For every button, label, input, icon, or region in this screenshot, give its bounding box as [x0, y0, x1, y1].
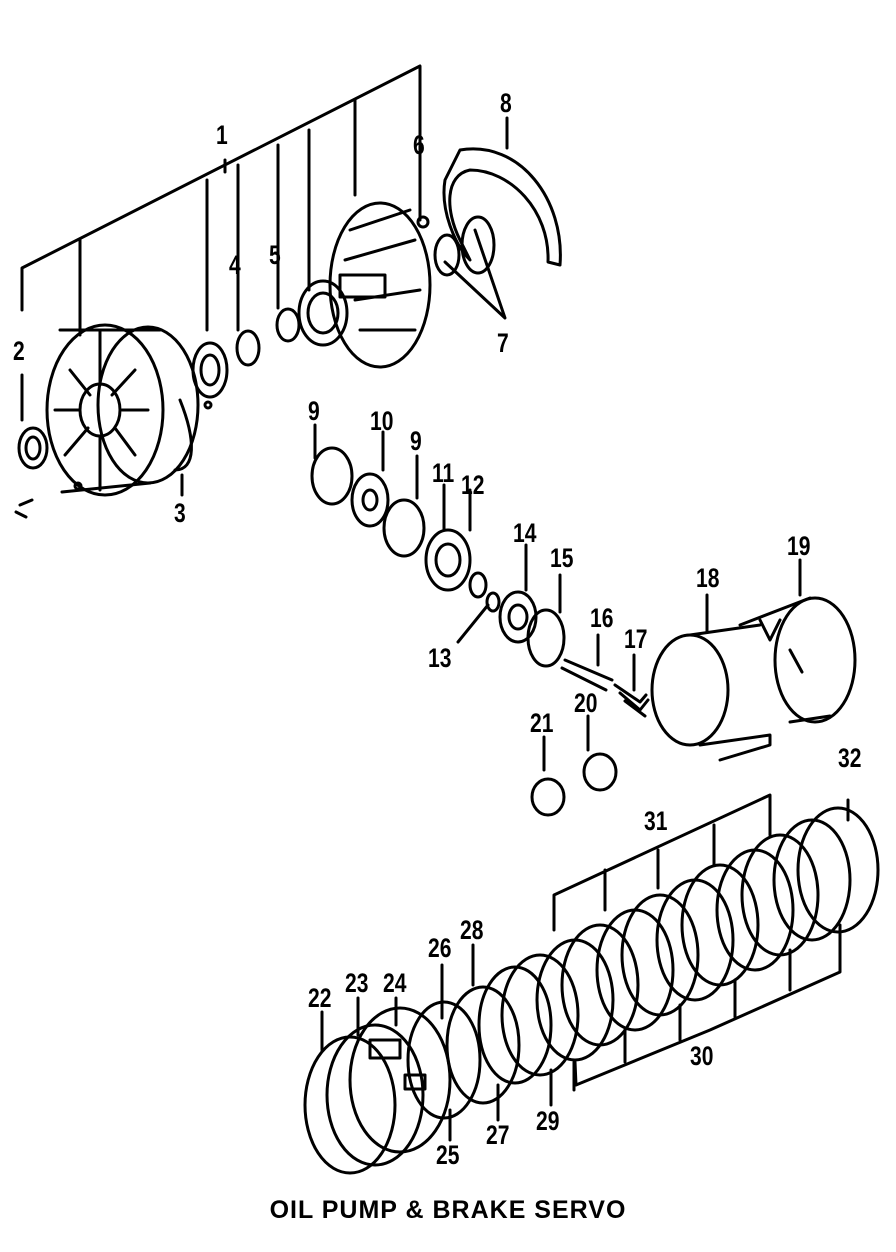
pump-gears	[191, 279, 349, 410]
clutch-pack	[303, 793, 880, 1175]
callout-8: 8	[500, 88, 512, 118]
gasket-and-screen	[433, 147, 562, 277]
callout-19: 19	[787, 531, 811, 561]
callout-24: 24	[383, 968, 407, 998]
brake-band-and-drum	[650, 558, 857, 762]
callout-15: 15	[550, 543, 574, 573]
callout-13: 13	[428, 643, 452, 673]
callout-6: 6	[413, 130, 425, 160]
callout-32: 32	[838, 743, 862, 773]
leader-lines-group-1	[20, 64, 509, 497]
callout-26: 26	[428, 933, 452, 963]
callout-1: 1	[216, 120, 228, 150]
callout-9a: 9	[308, 396, 320, 426]
callout-28: 28	[460, 915, 484, 945]
seal-rings	[530, 714, 618, 817]
callout-31: 31	[644, 806, 668, 836]
callout-25: 25	[436, 1140, 460, 1170]
callout-10: 10	[370, 406, 394, 436]
callout-16: 16	[590, 603, 614, 633]
servo-parts	[310, 423, 650, 718]
callout-9b: 9	[410, 426, 422, 456]
callout-18: 18	[696, 563, 720, 593]
pump-housing	[14, 323, 200, 519]
callout-2: 2	[13, 336, 25, 366]
callout-17: 17	[624, 624, 648, 654]
diagram-caption: OIL PUMP & BRAKE SERVO	[269, 1196, 627, 1224]
callout-14: 14	[513, 518, 537, 548]
callout-21: 21	[530, 708, 554, 738]
callout-27: 27	[486, 1120, 510, 1150]
callout-11: 11	[432, 458, 455, 488]
callout-12: 12	[461, 470, 485, 500]
callout-20: 20	[574, 688, 598, 718]
callout-23: 23	[345, 968, 369, 998]
callout-5: 5	[269, 240, 281, 270]
callout-4: 4	[229, 250, 241, 280]
pump-cover	[328, 201, 432, 369]
callout-22: 22	[308, 983, 332, 1013]
callout-7: 7	[497, 328, 509, 358]
callout-29: 29	[536, 1106, 560, 1136]
callout-30: 30	[690, 1041, 714, 1071]
callout-3: 3	[174, 498, 186, 528]
